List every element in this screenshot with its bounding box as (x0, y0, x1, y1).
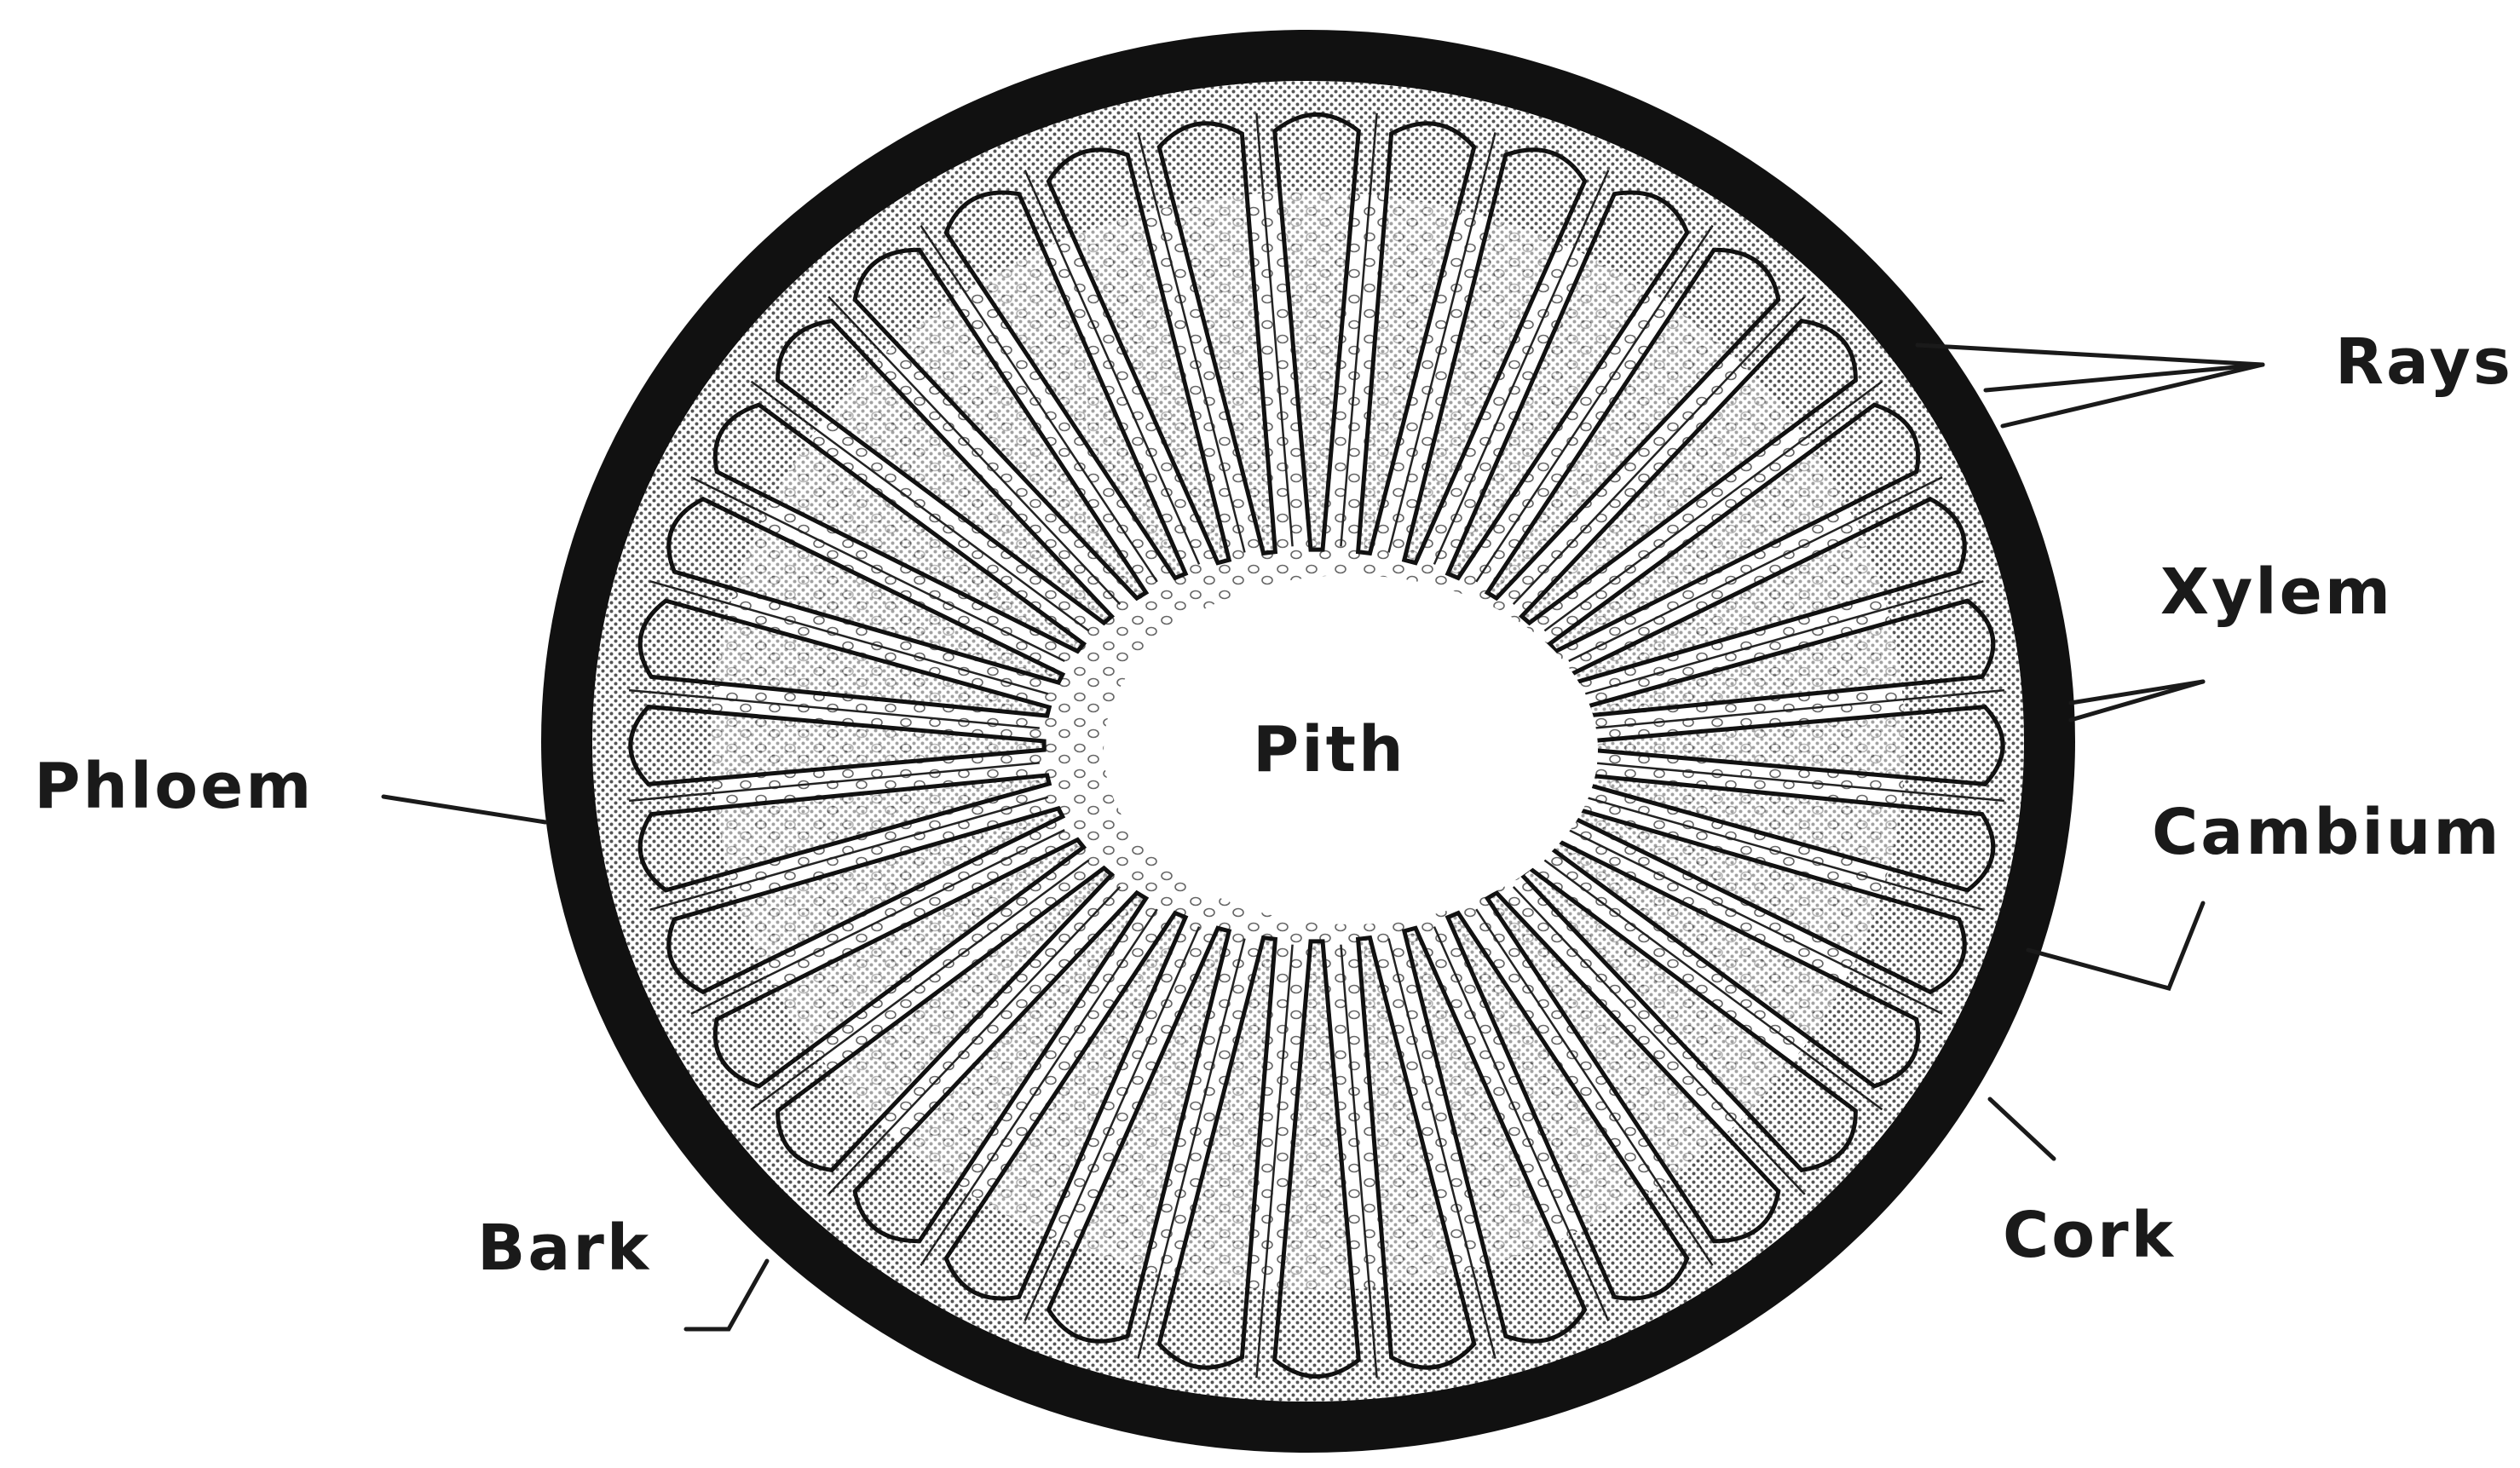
bark-label: Bark (477, 1212, 651, 1285)
bark-leader (686, 1261, 767, 1329)
pith-label: Pith (1253, 713, 1406, 786)
cambium-leader (2028, 903, 2203, 988)
cambium-label: Cambium (2152, 796, 2501, 869)
xylem-label: Xylem (2160, 556, 2393, 629)
cork-label: Cork (2003, 1199, 2176, 1272)
phloem-leader (383, 797, 545, 822)
phloem-label: Phloem (34, 750, 314, 823)
rays-label: Rays (2335, 325, 2513, 399)
rays-leader-2 (1986, 365, 2263, 390)
cork-leader (1990, 1099, 2054, 1159)
rays-leader-3 (2003, 365, 2263, 426)
rays-leader-1 (1917, 345, 2263, 365)
